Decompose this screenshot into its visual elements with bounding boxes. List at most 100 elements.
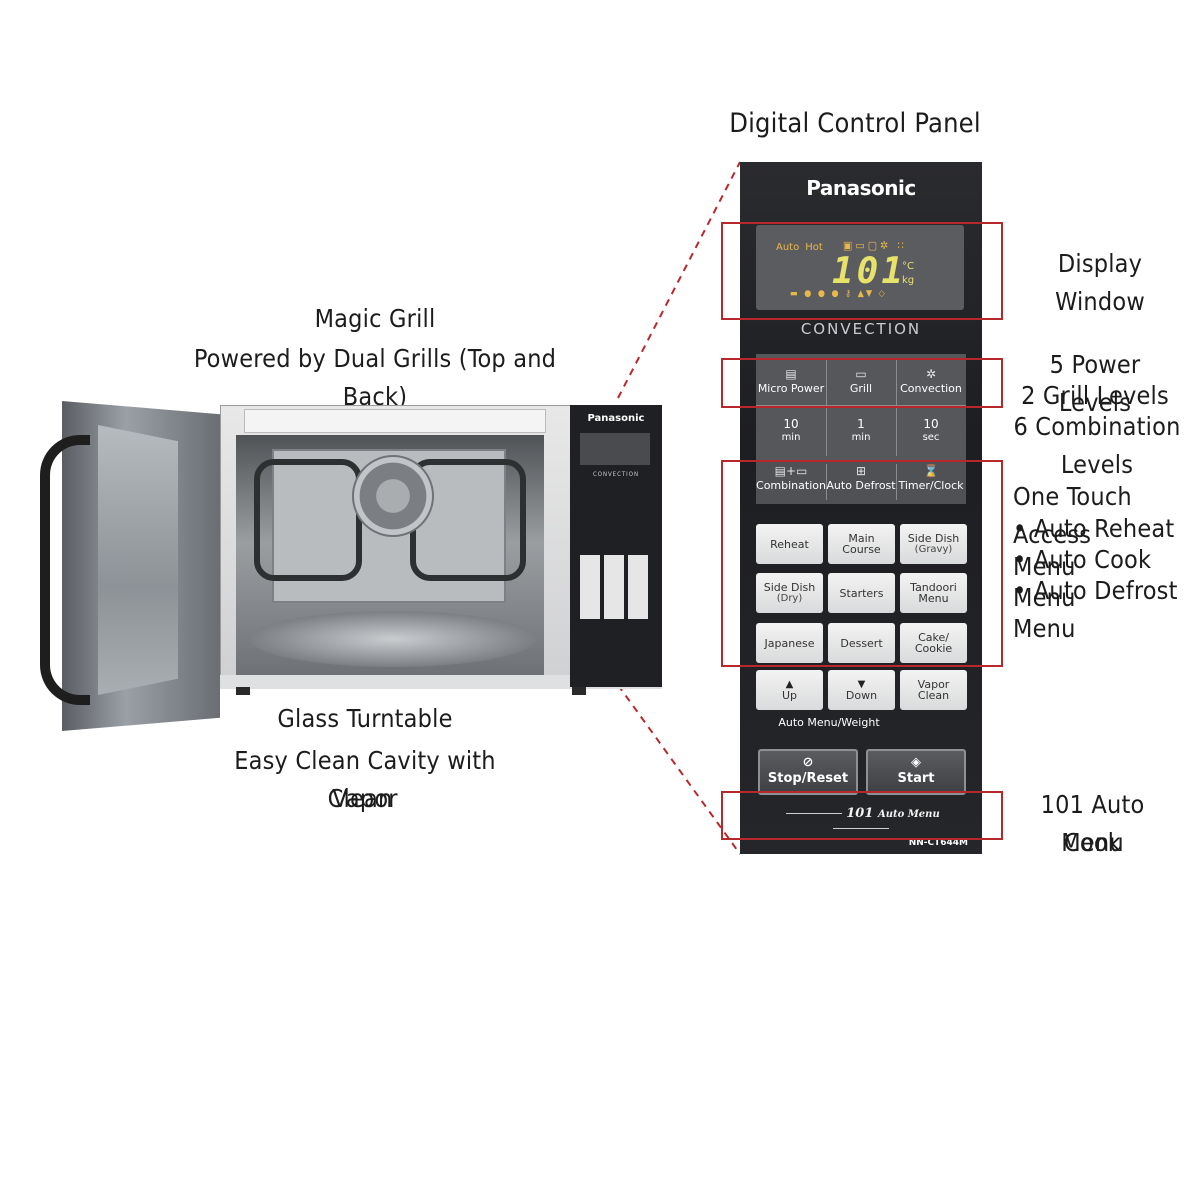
oven-brand: Panasonic [587,413,645,424]
auto-cook-caption-2: Menu [1061,828,1124,857]
side-dish-dry-key[interactable]: Side Dish (Dry) [756,573,823,613]
grill-label: Grill [849,382,873,395]
key-label: Up [781,689,798,702]
key-label: Down [845,689,878,702]
logo-number: 101 [846,806,874,821]
key-label: Side Dish [907,532,960,545]
model-number: NN-CT644M [908,838,968,848]
door-labels [244,409,546,433]
convection-button[interactable]: ✲Convection [896,367,966,396]
ten-min-button[interactable]: 10 min [756,417,826,445]
up-key[interactable]: ▲ Up [756,670,823,710]
cake-cookie-key[interactable]: Cake/ Cookie [900,623,967,663]
divider [826,360,827,456]
side-dish-gravy-key[interactable]: Side Dish (Gravy) [900,524,967,564]
auto-defrost-button[interactable]: ⊞Auto Defrost [826,464,896,493]
turntable-caption: Glass Turntable [277,704,453,733]
ten-min-value: 10 [783,417,799,431]
vapor-clean-key[interactable]: Vapor Clean [900,670,967,710]
power-levels-highlight [721,358,1003,408]
down-key[interactable]: ▼ Down [828,670,895,710]
key-label: Main [848,532,875,545]
combination-levels-caption: 6 Combination Levels [1013,412,1181,479]
key-label: Japanese [764,636,815,650]
start-label: Start [897,771,935,786]
micro-power-icon: ▤ [785,367,797,381]
combination-button[interactable]: ▤+▭Combination [756,464,826,493]
grill-element-left [254,459,362,581]
convection-button-label: Convection [900,382,962,395]
clock-icon: ⌛ [923,464,939,478]
auto-cook-caption: 101 Auto Cook [1040,790,1145,857]
start-button[interactable]: ◈Start [866,749,966,795]
up-arrow-icon: ▲ [785,679,794,690]
key-sublabel: (Gravy) [914,544,953,555]
tag-auto: Auto [776,242,800,253]
ten-sec-button[interactable]: 10 sec [896,417,966,445]
display-window-caption: Display Window [1055,249,1145,316]
main-course-key[interactable]: Main Course [828,524,895,564]
auto-menu-logo: 101 Auto Menu [758,806,964,836]
display-food-icons: ▬ ● ● ● ⚷ ▲▼ ◇ [790,289,887,299]
key-label: Tandoori [910,581,957,594]
micro-power-label: Micro Power [757,382,825,395]
key-label: Cake/ [918,631,949,644]
convection-label: CONVECTION [800,320,922,338]
bullet-cook: • Auto Cook Menu [1013,545,1152,612]
micro-power-button[interactable]: ▤Micro Power [756,367,826,396]
starters-key[interactable]: Starters [828,573,895,613]
start-icon: ◈ [911,755,921,770]
display-units: °C kg [902,260,914,288]
key-label: Clean [917,689,950,702]
key-label: Vapor [917,678,950,691]
oven-base [220,675,662,689]
stop-icon: ⊘ [802,755,814,770]
easy-clean-caption-2: Clean [327,784,393,813]
bullet-reheat: • Auto Reheat Menu [1013,514,1175,581]
divider [826,464,827,500]
key-sublabel: (Dry) [776,593,803,604]
divider [756,405,966,406]
unit-kg: kg [902,275,915,286]
oven-keypad [580,555,650,619]
one-min-button[interactable]: 1 min [826,417,896,445]
ten-sec-value: 10 [923,417,939,431]
oven-display [580,433,650,465]
logo-rule [833,828,889,829]
easy-clean-caption: Easy Clean Cavity with Vapor [234,746,496,813]
reheat-key[interactable]: Reheat [756,524,823,564]
defrost-icon: ⊞ [855,464,867,478]
one-min-value: 1 [857,417,865,431]
tandoori-menu-key[interactable]: Tandoori Menu [900,573,967,613]
timer-clock-button[interactable]: ⌛Timer/Clock [896,464,966,493]
function-button-area [756,460,966,504]
key-label: Menu [918,592,949,605]
one-touch-caption: One Touch Access [1013,482,1132,549]
power-levels-caption: 5 Power Levels [1049,350,1141,417]
key-label: Cookie [914,642,953,655]
convection-fan [352,455,434,537]
divider [896,464,897,500]
japanese-key[interactable]: Japanese [756,623,823,663]
magic-grill-caption: Magic Grill [314,304,436,333]
key-label: Reheat [770,537,809,551]
oven-foot-right [572,687,586,695]
auto-defrost-label: Auto Defrost [826,479,896,492]
ten-sec-unit: sec [922,432,940,443]
divider [896,360,897,456]
stop-reset-label: Stop/Reset [767,771,849,786]
oven-convection-text: CONVECTION [592,471,640,478]
door-glass [98,425,178,695]
combination-icon: ▤+▭ [774,464,808,478]
bullet-cook-label: Auto Cook Menu [1013,545,1152,612]
logo-rule [786,813,843,814]
ten-min-unit: min [781,432,801,443]
dessert-key[interactable]: Dessert [828,623,895,663]
key-label: Course [842,543,881,556]
grill-button[interactable]: ▭Grill [826,367,896,396]
combination-label: Combination [756,479,826,492]
stop-reset-button[interactable]: ⊘Stop/Reset [758,749,858,795]
